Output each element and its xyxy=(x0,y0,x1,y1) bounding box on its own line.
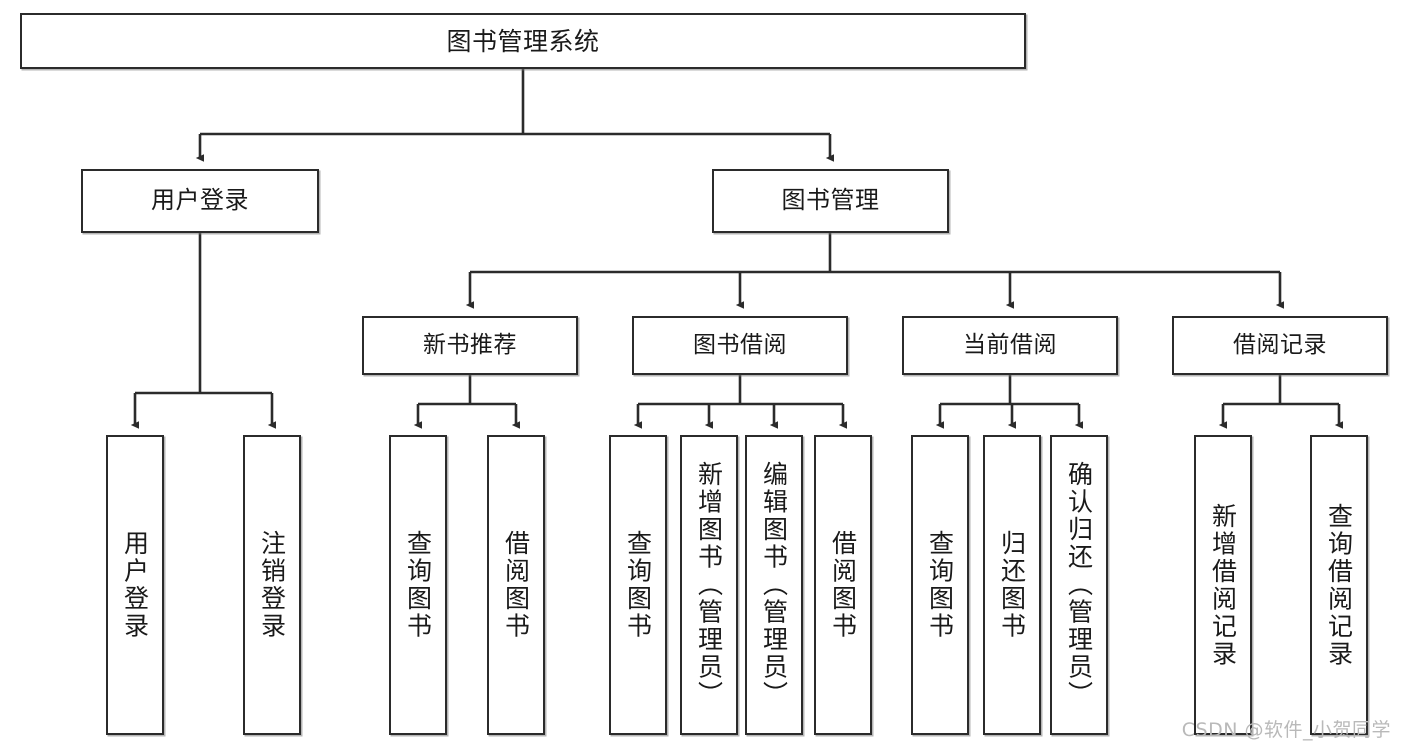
leaf-query-book-current[interactable]: 查询图书 xyxy=(911,435,969,735)
node-current-borrow[interactable]: 当前借阅 xyxy=(902,316,1118,375)
watermark: CSDN @软件_小贺同学 xyxy=(1181,719,1391,741)
node-label: 新书推荐 xyxy=(423,332,517,359)
node-label: 图书管理系统 xyxy=(446,26,600,56)
leaf-logout[interactable]: 注销登录 xyxy=(243,435,301,735)
leaf-query-borrow-record[interactable]: 查询借阅记录 xyxy=(1310,435,1368,735)
node-borrow-record[interactable]: 借阅记录 xyxy=(1172,316,1388,375)
node-label: 借阅图书 xyxy=(828,530,858,640)
node-label: 用户登录 xyxy=(120,530,150,640)
node-user-login[interactable]: 用户登录 xyxy=(81,169,319,233)
leaf-edit-book-admin[interactable]: 编辑图书（管理员） xyxy=(745,435,803,735)
leaf-borrow-book[interactable]: 借阅图书 xyxy=(814,435,872,735)
node-book-borrow[interactable]: 图书借阅 xyxy=(632,316,848,375)
leaf-add-book-admin[interactable]: 新增图书（管理员） xyxy=(680,435,738,735)
node-label: 归还图书 xyxy=(997,530,1027,640)
leaf-return-book[interactable]: 归还图书 xyxy=(983,435,1041,735)
leaf-query-book-borrow[interactable]: 查询图书 xyxy=(609,435,667,735)
node-label: 查询图书 xyxy=(925,530,955,640)
leaf-borrow-book-newbook[interactable]: 借阅图书 xyxy=(487,435,545,735)
node-label: 查询借阅记录 xyxy=(1324,502,1354,668)
node-label: 编辑图书（管理员） xyxy=(759,461,789,709)
node-label: 当前借阅 xyxy=(963,332,1057,359)
node-label: 确认归还（管理员） xyxy=(1064,461,1094,709)
node-label: 图书管理 xyxy=(781,186,880,215)
node-root-system[interactable]: 图书管理系统 xyxy=(20,13,1026,69)
node-book-management[interactable]: 图书管理 xyxy=(712,169,949,233)
leaf-user-login[interactable]: 用户登录 xyxy=(106,435,164,735)
node-label: 借阅记录 xyxy=(1233,332,1327,359)
node-label: 用户登录 xyxy=(151,186,249,215)
node-label: 借阅图书 xyxy=(501,530,531,640)
node-label: 注销登录 xyxy=(257,530,287,640)
leaf-query-book-newbook[interactable]: 查询图书 xyxy=(389,435,447,735)
node-label: 查询图书 xyxy=(623,530,653,640)
node-new-book-recommend[interactable]: 新书推荐 xyxy=(362,316,578,375)
leaf-confirm-return-admin[interactable]: 确认归还（管理员） xyxy=(1050,435,1108,735)
leaf-add-borrow-record[interactable]: 新增借阅记录 xyxy=(1194,435,1252,735)
node-label: 新增借阅记录 xyxy=(1208,502,1238,668)
node-label: 新增图书（管理员） xyxy=(694,461,724,709)
node-label: 查询图书 xyxy=(403,530,433,640)
node-label: 图书借阅 xyxy=(693,332,787,359)
